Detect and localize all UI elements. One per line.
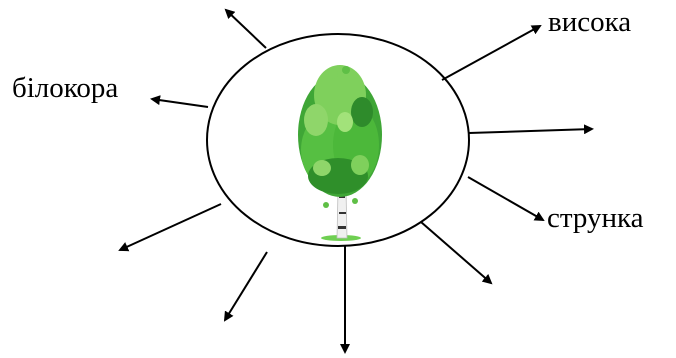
arrow-bottom-right bbox=[421, 222, 491, 283]
arrow-top-left bbox=[226, 10, 266, 48]
birch-tree-image bbox=[298, 65, 382, 241]
word-right: струнка bbox=[547, 204, 644, 233]
arrow-left bbox=[152, 99, 208, 107]
arrow-lower-right bbox=[468, 177, 543, 220]
arrow-top-right bbox=[442, 26, 540, 80]
arrow-bottom-left bbox=[225, 252, 267, 320]
arrow-lower-left bbox=[120, 204, 221, 250]
arrow-right bbox=[469, 129, 592, 133]
word-left: білокора bbox=[12, 74, 118, 103]
word-top-right: висока bbox=[548, 8, 631, 37]
